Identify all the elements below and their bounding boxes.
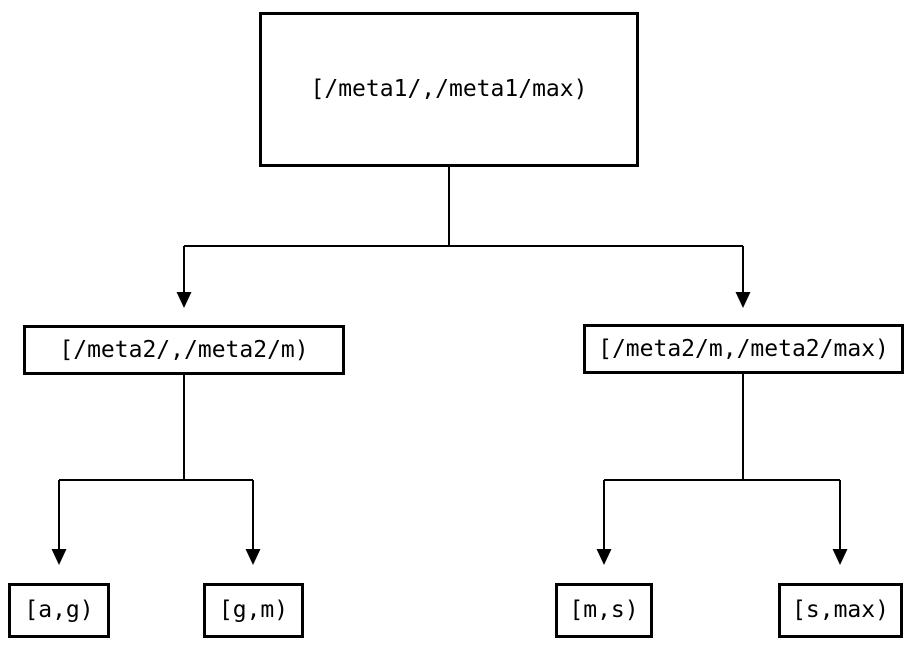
node-leaf-ag-label: [a,g): [24, 597, 94, 623]
node-meta2-left: [/meta2/,/meta2/m): [23, 325, 345, 375]
node-leaf-ms: [m,s): [555, 583, 653, 638]
arrowhead-down-icon: [245, 549, 261, 565]
edge-left-lines: [58, 375, 254, 549]
node-leaf-smax: [s,max): [778, 583, 903, 638]
node-meta2-right: [/meta2/m,/meta2/max): [583, 324, 904, 374]
node-leaf-smax-label: [s,max): [792, 597, 889, 623]
arrowhead-down-icon: [51, 549, 67, 565]
edge-left-to-children: [51, 375, 261, 565]
arrowhead-down-icon: [735, 292, 751, 308]
edge-right-to-children: [596, 374, 848, 565]
node-leaf-gm: [g,m): [203, 583, 304, 638]
node-leaf-ag: [a,g): [8, 583, 110, 638]
node-meta2-left-label: [/meta2/,/meta2/m): [59, 336, 309, 363]
edge-root-to-children: [176, 167, 751, 308]
node-root: [/meta1/,/meta1/max): [259, 12, 639, 167]
node-meta2-right-label: [/meta2/m,/meta2/max): [598, 335, 889, 362]
node-leaf-ms-label: [m,s): [569, 597, 639, 623]
edge-root-lines: [183, 167, 744, 292]
arrowhead-down-icon: [832, 549, 848, 565]
arrowhead-down-icon: [176, 292, 192, 308]
edge-right-lines: [603, 374, 841, 549]
node-root-label: [/meta1/,/meta1/max): [310, 76, 588, 102]
arrowhead-down-icon: [596, 549, 612, 565]
node-leaf-gm-label: [g,m): [218, 597, 289, 623]
